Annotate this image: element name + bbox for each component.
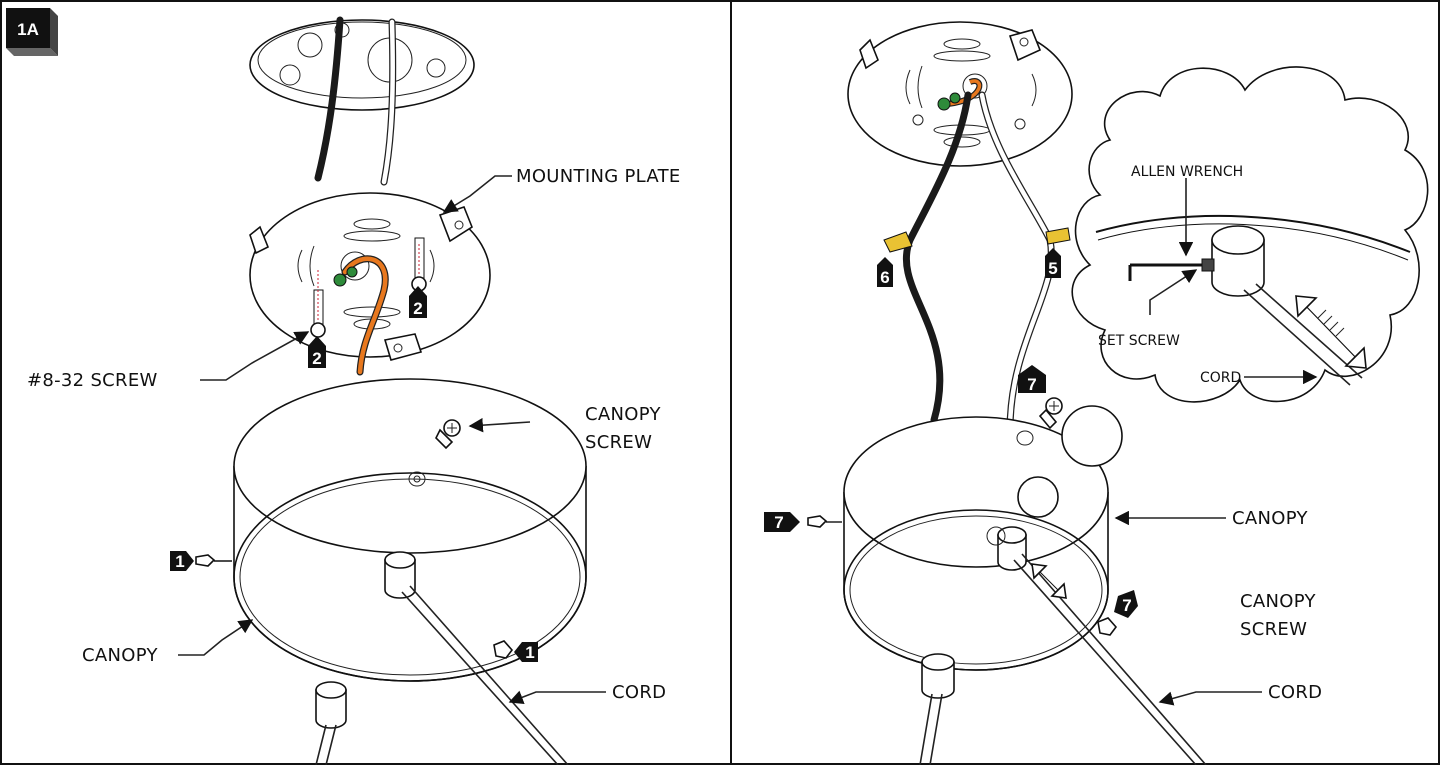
svg-text:7: 7 [1027, 375, 1036, 394]
detail-callout [1071, 66, 1429, 403]
svg-text:2: 2 [413, 299, 422, 318]
step-badge: 1 [170, 551, 194, 571]
step-badge: 2 [409, 286, 427, 318]
svg-text:5: 5 [1048, 259, 1057, 278]
side-screw [807, 515, 842, 528]
label-canopy-screw-line2: SCREW [585, 432, 652, 453]
cord-right [401, 585, 569, 765]
label-cord: CORD [612, 682, 666, 703]
step-badge: 7 [764, 512, 800, 532]
label-canopy-screw-line1: CANOPY [585, 404, 661, 425]
left-panel: 2 2 MOUNTING PLATE #8-32 SCREW [27, 16, 681, 765]
label-set-screw: SET SCREW [1098, 333, 1180, 349]
label-screw: #8-32 SCREW [27, 370, 158, 391]
canopy [843, 405, 1123, 699]
wire-nut-white [1045, 227, 1071, 245]
mounting-plate-assembled [847, 21, 1073, 167]
step-tag-text: 1A [17, 20, 39, 39]
side-screw [195, 554, 232, 567]
svg-text:2: 2 [312, 349, 321, 368]
label-canopy: CANOPY [1232, 508, 1308, 529]
mounting-plate [249, 192, 491, 361]
step-badge: 7 [1114, 590, 1138, 618]
step-badge: 2 [308, 336, 326, 368]
step-badge: 7 [1018, 365, 1046, 394]
step-badge: 1 [514, 642, 538, 662]
canopy-screw [435, 419, 461, 450]
junction-box [249, 19, 475, 111]
label-detail-cord: CORD [1200, 370, 1241, 386]
green-ground-screw [937, 92, 961, 111]
side-screw [493, 640, 514, 659]
mounting-screw-left [310, 270, 326, 338]
cord-left [919, 693, 943, 765]
green-ground-screw [333, 266, 358, 287]
step-badge: 6 [877, 257, 893, 287]
label-canopy: CANOPY [82, 645, 158, 666]
step-tag: 1A [6, 8, 58, 56]
wire-nut-black [883, 231, 913, 253]
canopy [233, 378, 587, 729]
label-canopy-screw-line1: CANOPY [1240, 591, 1316, 612]
label-mounting-plate: MOUNTING PLATE [516, 166, 681, 187]
label-canopy-screw-line2: SCREW [1240, 619, 1307, 640]
cord-right [1013, 553, 1207, 765]
label-allen-wrench: ALLEN WRENCH [1131, 164, 1243, 180]
svg-text:7: 7 [774, 513, 783, 532]
cord-left [315, 724, 337, 765]
svg-text:1: 1 [525, 643, 534, 662]
svg-text:7: 7 [1122, 596, 1131, 615]
step-badge: 5 [1045, 248, 1061, 278]
black-wire [314, 16, 344, 182]
canopy-screw [1038, 397, 1063, 430]
label-cord: CORD [1268, 682, 1322, 703]
svg-text:1: 1 [175, 552, 184, 571]
side-screw [1097, 617, 1118, 636]
right-panel: 6 5 ALLEN WRENCH SET SCREW [764, 21, 1429, 765]
svg-text:6: 6 [880, 268, 889, 287]
mounting-screw-right [411, 237, 427, 292]
